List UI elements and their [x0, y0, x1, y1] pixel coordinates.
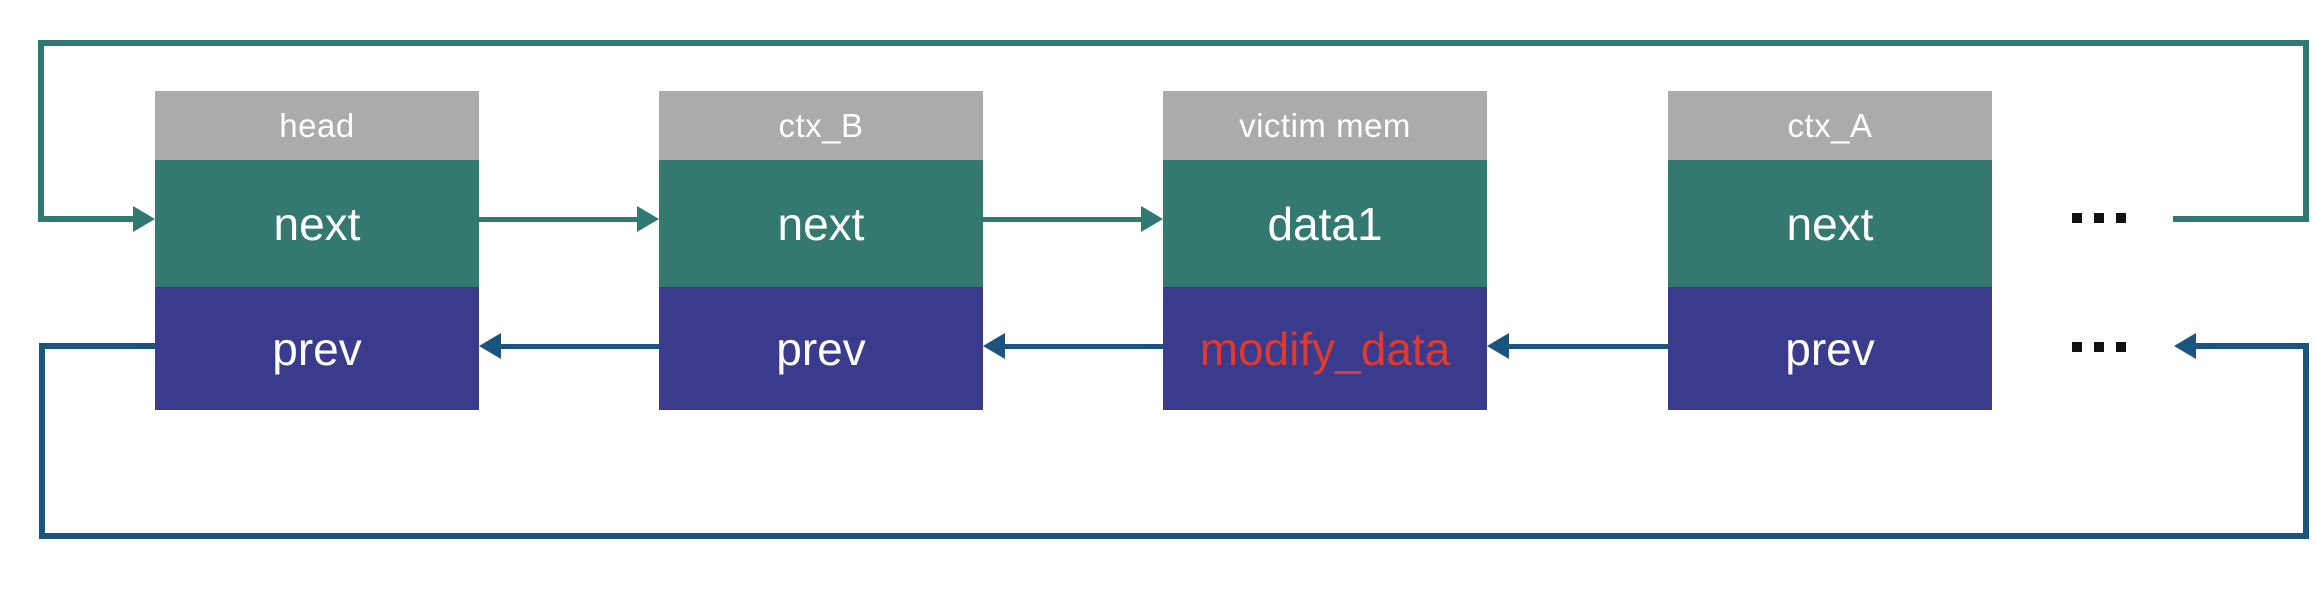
- node-ctx-a-title: ctx_A: [1668, 91, 1992, 160]
- ellipsis-dot: [2094, 342, 2104, 352]
- arrowhead-into-head-prev: [479, 333, 501, 359]
- node-ctx-a: ctx_A next prev: [1668, 91, 1992, 410]
- arrow-head-next-to-ctxb: [479, 217, 639, 222]
- next-wrap-top-line: [38, 40, 2309, 46]
- node-victim-modify-data-field: modify_data: [1163, 287, 1487, 410]
- arrow-ctxb-prev-to-head: [501, 344, 659, 349]
- prev-wrap-right-stub: [2196, 343, 2309, 349]
- node-ctx-b-prev-field: prev: [659, 287, 983, 410]
- arrowhead-into-ctxb-prev: [983, 333, 1005, 359]
- arrowhead-into-victim-prev: [1487, 333, 1509, 359]
- ellipsis-bottom: [2072, 342, 2126, 352]
- prev-wrap-right-line: [2303, 343, 2309, 539]
- ellipsis-top: [2072, 213, 2126, 223]
- ellipsis-dot: [2094, 213, 2104, 223]
- next-wrap-right-stub: [2173, 216, 2309, 222]
- arrow-wrap-to-head-next: [38, 216, 135, 222]
- node-head-title: head: [155, 91, 479, 160]
- arrow-ctxb-next-to-victim: [983, 217, 1143, 222]
- next-wrap-left-line: [38, 40, 44, 222]
- arrow-ctxa-prev-to-victim: [1509, 344, 1668, 349]
- arrow-victim-prev-to-ctxb: [1005, 344, 1163, 349]
- node-ctx-b-next-field: next: [659, 160, 983, 287]
- prev-wrap-head-exit-line: [42, 343, 155, 349]
- node-victim-data-field: data1: [1163, 160, 1487, 287]
- ellipsis-dot: [2072, 213, 2082, 223]
- node-victim-title: victim mem: [1163, 91, 1487, 160]
- node-head-prev-field: prev: [155, 287, 479, 410]
- node-ctx-b-title: ctx_B: [659, 91, 983, 160]
- node-ctx-b: ctx_B next prev: [659, 91, 983, 410]
- node-head-next-field: next: [155, 160, 479, 287]
- arrowhead-into-ctxb-next: [637, 206, 659, 232]
- node-head: head next prev: [155, 91, 479, 410]
- ellipsis-dot: [2072, 342, 2082, 352]
- arrowhead-wrap-to-ellipsis: [2174, 333, 2196, 359]
- ellipsis-dot: [2116, 342, 2126, 352]
- prev-wrap-left-line: [39, 343, 45, 539]
- arrowhead-into-victim-data1: [1141, 206, 1163, 232]
- node-ctx-a-next-field: next: [1668, 160, 1992, 287]
- prev-wrap-bottom-line: [39, 533, 2309, 539]
- ellipsis-dot: [2116, 213, 2126, 223]
- next-wrap-right-line: [2303, 40, 2309, 222]
- arrowhead-into-head-next: [133, 206, 155, 232]
- node-ctx-a-prev-field: prev: [1668, 287, 1992, 410]
- node-victim-mem: victim mem data1 modify_data: [1163, 91, 1487, 410]
